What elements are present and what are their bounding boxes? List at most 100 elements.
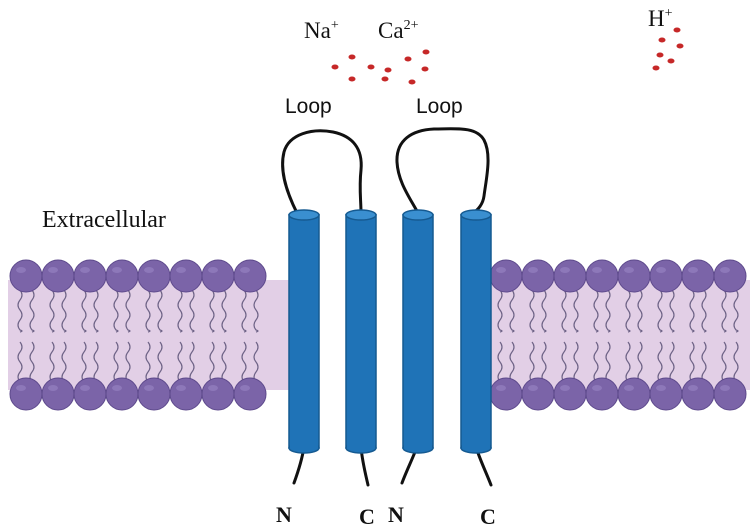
lipid-head	[41, 259, 75, 293]
lipid-head	[649, 377, 683, 411]
helix-3	[402, 209, 434, 454]
lipid-tail	[733, 289, 739, 333]
lipid-head	[201, 377, 235, 411]
lipid-head	[585, 259, 619, 293]
lipid-head-highlight	[240, 385, 250, 391]
lipid-tail	[701, 289, 707, 333]
lipid-tail	[125, 289, 131, 333]
lipid-head-highlight	[240, 267, 250, 273]
lipid-head-highlight	[560, 385, 570, 391]
lipid-tail	[561, 289, 567, 333]
ion-dot	[667, 58, 675, 64]
helix-body	[402, 214, 434, 449]
sodium-ion-label: Na+	[304, 18, 339, 43]
ion-dot	[348, 54, 356, 60]
lipid-head	[233, 259, 267, 293]
lipid-head	[105, 377, 139, 411]
ion-dot	[676, 43, 684, 49]
lipid-head-highlight	[112, 385, 122, 391]
proton-ion-label: H+	[648, 6, 673, 31]
lipid-head-highlight	[496, 267, 506, 273]
lipid-head	[137, 259, 171, 293]
lipid-bilayer	[8, 259, 750, 411]
lipid-head-highlight	[176, 267, 186, 273]
n-terminus-label-2: N	[388, 502, 404, 527]
ion-dot	[408, 79, 416, 85]
ion-dot	[331, 64, 339, 70]
lipid-head-highlight	[208, 267, 218, 273]
lipid-head-highlight	[688, 385, 698, 391]
lipid-head	[681, 259, 715, 293]
lipid-head	[169, 259, 203, 293]
lipid-tail	[625, 289, 631, 333]
lipid-head	[73, 259, 107, 293]
lipid-head-highlight	[80, 385, 90, 391]
lipid-head	[233, 377, 267, 411]
lipid-tail	[93, 289, 99, 333]
lipid-head-highlight	[80, 267, 90, 273]
lipid-head-highlight	[176, 385, 186, 391]
lipid-head	[617, 377, 651, 411]
helix-2	[345, 209, 377, 454]
lipid-head-highlight	[720, 267, 730, 273]
lipid-tail	[157, 289, 163, 333]
lipid-head	[585, 377, 619, 411]
lipid-tail	[541, 289, 547, 333]
lipid-head	[489, 259, 523, 293]
ion-dot	[404, 56, 412, 62]
lipid-head-highlight	[48, 385, 58, 391]
lipid-head-highlight	[720, 385, 730, 391]
lipid-head	[713, 377, 747, 411]
lipid-head-highlight	[16, 385, 26, 391]
loop-left-curve	[281, 129, 363, 215]
lipid-head-highlight	[112, 267, 122, 273]
lipid-head	[9, 377, 43, 411]
helix-bottom-fill	[462, 442, 490, 448]
lipid-tail	[637, 289, 643, 333]
lipid-head-highlight	[528, 267, 538, 273]
ion-dot	[384, 67, 392, 73]
helix-body	[345, 214, 377, 449]
lipid-head	[201, 259, 235, 293]
transmembrane-helices	[288, 209, 492, 454]
lipid-head	[9, 259, 43, 293]
lipid-tail	[29, 289, 35, 333]
loop-right-curve	[395, 127, 490, 215]
n-terminus-label-1: N	[276, 502, 292, 527]
helix-body	[288, 214, 320, 449]
ion-dot	[658, 37, 666, 43]
ion-dot	[381, 76, 389, 82]
lipid-head-highlight	[144, 267, 154, 273]
lipid-head	[553, 377, 587, 411]
ion-dot	[673, 27, 681, 33]
lipid-head-highlight	[624, 267, 634, 273]
lipid-head-highlight	[688, 267, 698, 273]
lipid-tail	[189, 289, 195, 333]
lipid-head	[649, 259, 683, 293]
helix-bottom-fill	[290, 442, 318, 448]
helix-top	[460, 209, 492, 221]
lipid-head	[521, 259, 555, 293]
terminal-tails	[292, 445, 493, 487]
lipid-head	[105, 259, 139, 293]
lipid-tail	[497, 289, 503, 333]
lipid-tail	[17, 289, 23, 333]
calcium-ion-label: Ca2+	[378, 18, 419, 43]
ion-dot	[422, 49, 430, 55]
extracellular-label: Extracellular	[42, 207, 166, 233]
lipid-head-highlight	[592, 385, 602, 391]
helix-1	[288, 209, 320, 454]
lipid-tail	[593, 289, 599, 333]
lipid-tail	[605, 289, 611, 333]
lipid-head	[681, 377, 715, 411]
lipid-head	[137, 377, 171, 411]
lipid-heads	[9, 259, 747, 411]
lipid-tail	[145, 289, 151, 333]
lipid-tail	[689, 289, 695, 333]
lipid-head	[73, 377, 107, 411]
lipid-head	[169, 377, 203, 411]
lipid-tail	[177, 289, 183, 333]
lipid-tail	[209, 289, 215, 333]
lipid-tail	[221, 289, 227, 333]
